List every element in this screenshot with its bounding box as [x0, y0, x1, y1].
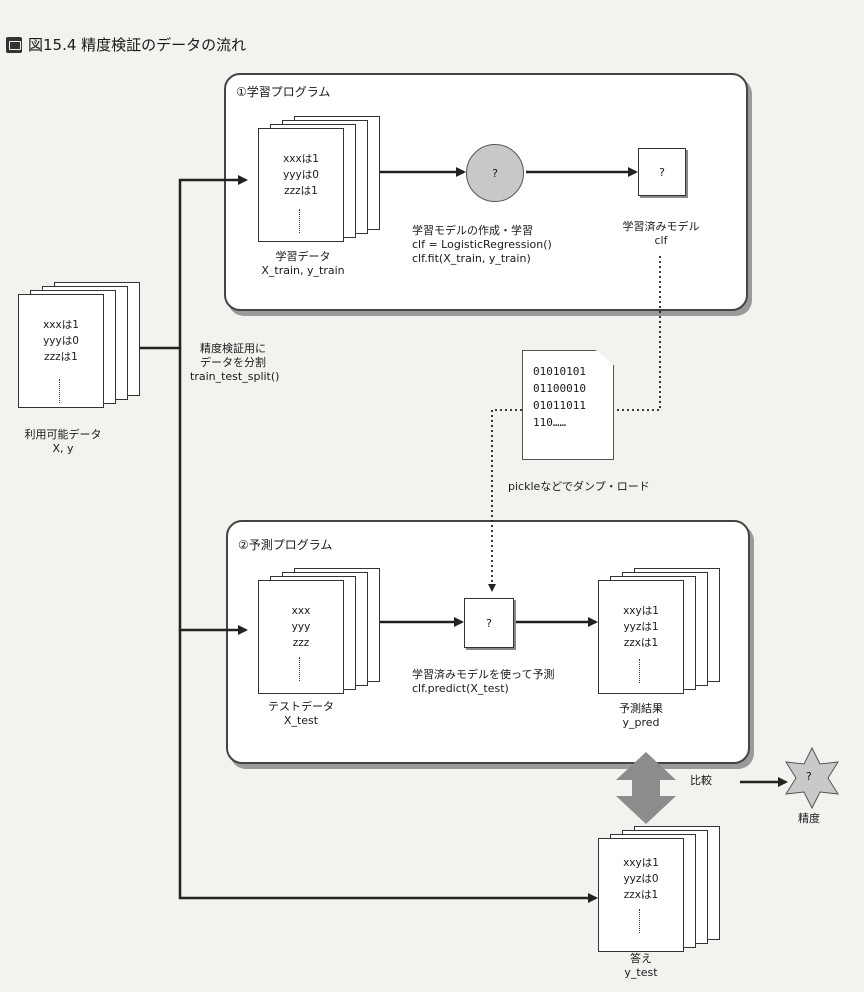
- figure-title-text: 図15.4 精度検証のデータの流れ: [28, 36, 247, 54]
- predict-line2: clf.predict(X_test): [412, 682, 509, 695]
- result-line: zzxは1: [623, 637, 659, 649]
- predict-line1: 学習済みモデルを使って予測: [412, 668, 555, 681]
- test-data-line: yyy: [291, 621, 311, 633]
- prediction-result-caption: 予測結果 y_pred: [586, 702, 696, 730]
- split-note-line2: データを分割: [200, 356, 266, 369]
- test-data-label: テストデータ: [268, 700, 334, 713]
- available-data-line: xxxは1: [43, 319, 79, 331]
- test-data-caption: テストデータ X_test: [246, 700, 356, 728]
- prediction-result-sub: y_pred: [622, 716, 660, 729]
- training-data-line: yyyは0: [283, 169, 319, 181]
- trained-model-sub: clf: [654, 234, 668, 247]
- training-panel-title: ①学習プログラム: [236, 85, 331, 99]
- training-data-caption: 学習データ X_train, y_train: [248, 250, 358, 278]
- trained-model-box: ?: [638, 148, 686, 196]
- pickle-binary-doc: 01010101 01100010 01011011 110……: [522, 350, 614, 460]
- result-line: yyzは1: [623, 621, 659, 633]
- binary-line: 01100010: [533, 382, 586, 395]
- training-data-sub: X_train, y_train: [261, 264, 345, 277]
- prediction-result-label: 予測結果: [619, 702, 663, 715]
- trained-model-label: 学習済みモデル: [622, 220, 700, 233]
- split-connector: [136, 175, 248, 350]
- split-to-test-connector: [178, 348, 248, 635]
- figure-icon: [6, 36, 22, 53]
- test-data-line: zzz: [292, 637, 310, 649]
- answer-line: xxyは1: [623, 857, 659, 869]
- binary-line: 01010101: [533, 365, 586, 378]
- pickle-caption: pickleなどでダンプ・ロード: [508, 480, 650, 493]
- model-creation-line1: 学習モデルの作成・学習: [412, 224, 533, 237]
- split-note: 精度検証用に データを分割 train_test_split(): [190, 342, 279, 384]
- accuracy-star: [785, 746, 839, 810]
- test-data-sub: X_test: [283, 714, 319, 727]
- available-data-label: 利用可能データ: [24, 428, 102, 441]
- split-to-answer-connector: [178, 630, 598, 903]
- binary-line: 110……: [533, 416, 567, 429]
- figure-title: 図15.4 精度検証のデータの流れ: [6, 34, 246, 55]
- predict-model-box: ?: [464, 598, 514, 648]
- split-note-line1: 精度検証用に: [200, 342, 266, 355]
- split-note-line3: train_test_split(): [190, 370, 280, 383]
- accuracy-symbol: ?: [806, 770, 812, 783]
- prediction-panel-title: ②予測プログラム: [238, 538, 333, 552]
- available-data-line: zzzは1: [44, 351, 78, 363]
- predict-caption: 学習済みモデルを使って予測 clf.predict(X_test): [412, 668, 554, 696]
- trained-model-caption: 学習済みモデル clf: [606, 220, 716, 248]
- available-data-line: yyyは0: [43, 335, 79, 347]
- test-data-line: xxx: [291, 605, 311, 617]
- answer-caption: 答え y_test: [586, 952, 696, 980]
- answer-sub: y_test: [624, 966, 658, 979]
- answer-line: yyzは0: [623, 873, 659, 885]
- binary-line: 01011011: [533, 399, 586, 412]
- model-creation-line3: clf.fit(X_train, y_train): [412, 252, 531, 265]
- accuracy-label: 精度: [798, 812, 820, 825]
- training-data-line: zzzは1: [284, 185, 318, 197]
- load-connector: [488, 409, 522, 592]
- model-creation-node: ?: [466, 144, 524, 202]
- available-data-caption: 利用可能データ X, y: [8, 428, 118, 456]
- compare-double-arrow: [616, 752, 676, 824]
- result-line: xxyは1: [623, 605, 659, 617]
- answer-line: zzxは1: [623, 889, 659, 901]
- model-creation-caption: 学習モデルの作成・学習 clf = LogisticRegression() c…: [412, 224, 552, 266]
- available-data-sub: X, y: [52, 442, 74, 455]
- model-creation-line2: clf = LogisticRegression(): [412, 238, 552, 251]
- training-data-label: 学習データ: [275, 250, 331, 263]
- dump-connector: [614, 256, 661, 411]
- compare-label: 比較: [690, 774, 712, 787]
- answer-label: 答え: [630, 952, 652, 965]
- training-data-line: xxxは1: [283, 153, 319, 165]
